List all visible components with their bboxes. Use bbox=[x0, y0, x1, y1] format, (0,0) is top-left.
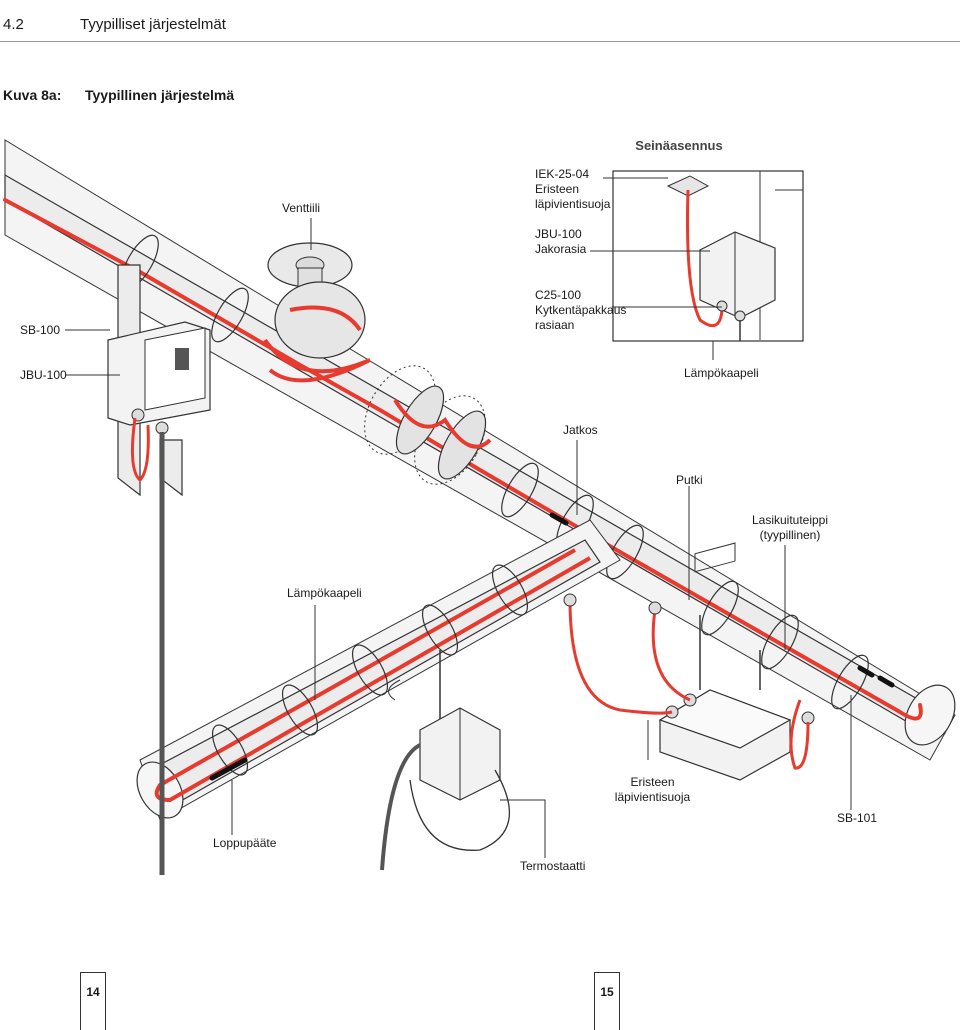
end-seal-marker bbox=[209, 757, 248, 781]
right-junction-box bbox=[563, 542, 815, 781]
label-valve: Venttiili bbox=[282, 201, 321, 215]
figure-title: Tyypillinen järjestelmä bbox=[85, 87, 235, 103]
figure-label: Kuva 8a: bbox=[3, 87, 62, 103]
section-number: 4.2 bbox=[3, 16, 24, 33]
label-jbu-top-2: Jakorasia bbox=[535, 242, 587, 256]
page-number-right-text: 15 bbox=[600, 985, 614, 999]
label-tape-1: Lasikuituteippi bbox=[751, 513, 829, 527]
valve bbox=[263, 242, 371, 383]
leader-lines bbox=[65, 177, 852, 858]
label-heat-cable-top: Lämpökaapeli bbox=[684, 366, 759, 380]
label-c25-3: rasiaan bbox=[535, 318, 575, 332]
branch-pipe bbox=[136, 519, 621, 821]
heat-tracing-diagram bbox=[3, 139, 956, 875]
label-jbu-top-1: JBU-100 bbox=[535, 227, 582, 241]
label-joint: Jatkos bbox=[563, 423, 598, 437]
label-wall-mount: Seinäasennus bbox=[635, 138, 723, 153]
thermostat-box bbox=[380, 650, 510, 871]
label-insul-2: läpivientisuoja bbox=[614, 790, 691, 804]
label-iek-1: IEK-25-04 bbox=[535, 167, 590, 181]
label-heat-cable-left: Lämpökaapeli bbox=[287, 586, 362, 600]
label-end-seal: Loppupääte bbox=[213, 836, 277, 850]
wall-mount-inset bbox=[612, 170, 804, 342]
label-jbu-left: JBU-100 bbox=[20, 368, 67, 382]
page-number-right: 15 bbox=[594, 972, 620, 1030]
label-tape-2: (tyypillinen) bbox=[759, 528, 821, 542]
label-c25-2: Kytkentäpakkaus bbox=[535, 303, 627, 317]
label-pipe: Putki bbox=[676, 473, 703, 487]
label-c25-1: C25-100 bbox=[535, 288, 582, 302]
label-iek-2: Eristeen bbox=[535, 182, 580, 196]
label-iek-3: läpivientisuoja bbox=[535, 197, 611, 211]
label-sb100: SB-100 bbox=[20, 323, 61, 337]
header-rule bbox=[0, 41, 960, 42]
label-thermostat: Termostaatti bbox=[520, 859, 586, 873]
flange-cable bbox=[393, 398, 492, 449]
left-junction-box bbox=[107, 264, 211, 875]
page-number-left: 14 bbox=[80, 972, 106, 1030]
section-title: Tyypilliset järjestelmät bbox=[80, 16, 226, 33]
label-insul-1: Eristeen bbox=[630, 775, 675, 789]
page-number-left-text: 14 bbox=[86, 985, 100, 999]
label-sb101: SB-101 bbox=[837, 811, 878, 825]
